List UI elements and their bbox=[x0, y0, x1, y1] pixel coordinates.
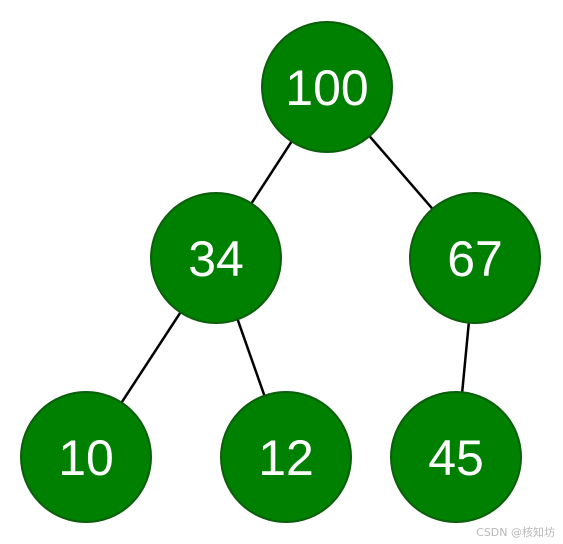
tree-node-left-right: 12 bbox=[220, 391, 352, 523]
tree-node-right: 67 bbox=[409, 192, 541, 324]
node-circle bbox=[261, 21, 393, 153]
tree-node-root: 100 bbox=[261, 21, 393, 153]
node-label: 34 bbox=[188, 231, 244, 287]
node-circle bbox=[150, 192, 282, 324]
node-label: 45 bbox=[428, 430, 484, 486]
node-circle bbox=[220, 391, 352, 523]
node-circle bbox=[390, 391, 522, 523]
edge-left-to-left-left bbox=[120, 311, 182, 404]
tree-node-right-left: 45 bbox=[390, 391, 522, 523]
edge-root-to-left bbox=[250, 140, 293, 205]
tree-edges bbox=[120, 135, 471, 404]
node-circle bbox=[20, 391, 152, 523]
tree-node-left-left: 10 bbox=[20, 391, 152, 523]
node-label: 100 bbox=[285, 60, 368, 116]
watermark: CSDN @核知坊 bbox=[476, 526, 555, 539]
edge-right-to-right-left bbox=[460, 322, 471, 393]
node-label: 12 bbox=[258, 430, 314, 486]
tree-nodes: 100 34 67 10 12 45 bbox=[20, 21, 541, 523]
node-label: 10 bbox=[58, 430, 114, 486]
edge-left-to-left-right bbox=[236, 318, 266, 397]
node-label: 67 bbox=[447, 231, 503, 287]
node-circle bbox=[409, 192, 541, 324]
edge-root-to-right bbox=[368, 135, 434, 210]
tree-node-left: 34 bbox=[150, 192, 282, 324]
